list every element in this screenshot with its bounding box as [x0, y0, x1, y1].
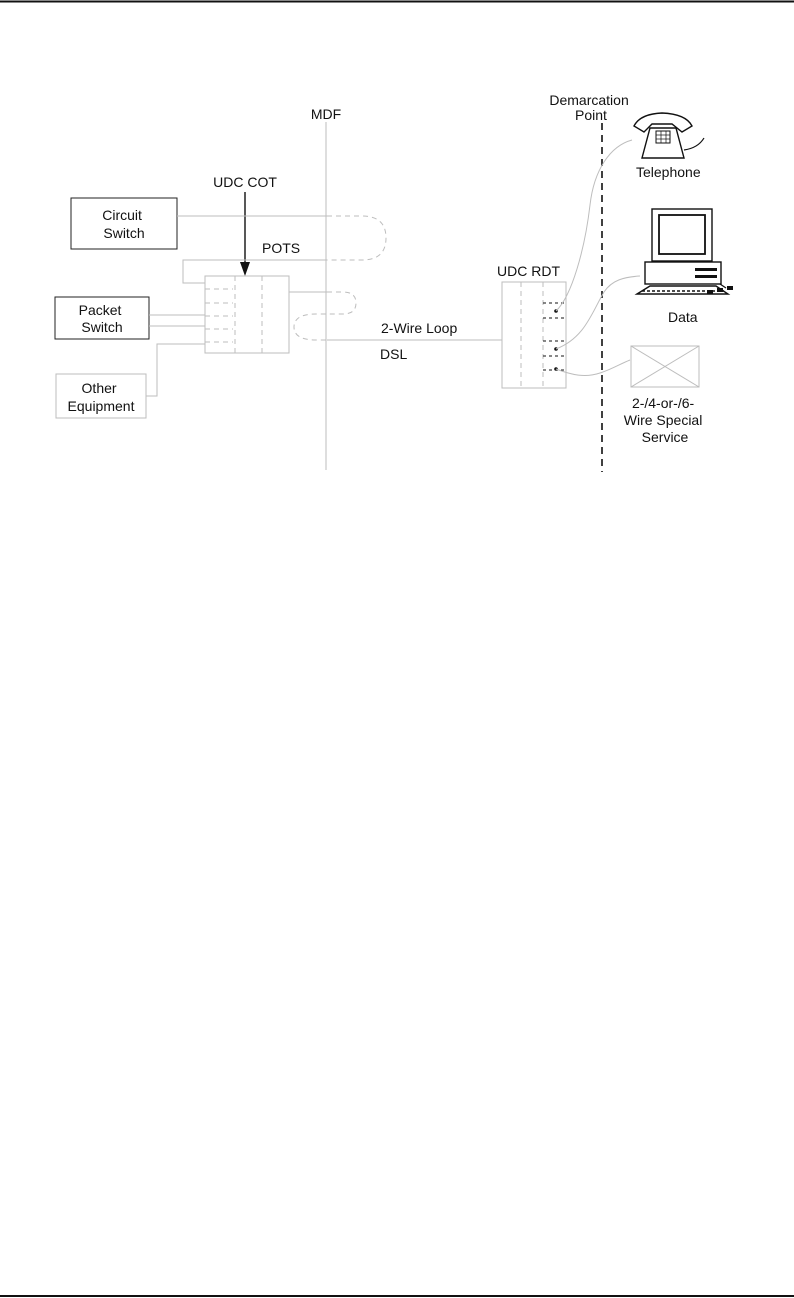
other-equipment-label-line-2: Equipment — [68, 398, 135, 414]
other-equipment-line — [146, 343, 205, 397]
special-service-icon — [630, 345, 700, 388]
circuit-switch-label-line-2: Switch — [103, 225, 144, 241]
packet-switch-box — [54, 296, 150, 340]
special-service-label-line-1: 2-/4-or-/6- — [632, 395, 695, 411]
circuit-switch-box — [70, 197, 178, 250]
packet-switch-label-line-2: Switch — [81, 319, 122, 335]
circuit-switch-label-line-1: Circuit — [102, 207, 142, 223]
other-equipment-label: Other Equipment — [68, 380, 135, 414]
telephone-icon — [633, 112, 705, 159]
packet-switch-label-line-1: Packet — [79, 302, 122, 318]
special-service-label-line-2: Wire Special — [624, 412, 703, 428]
circuit-switch-label: Circuit Switch — [102, 207, 146, 241]
demarcation-label: Demarcation Point — [549, 92, 632, 123]
packet-switch-label: Packet Switch — [79, 302, 126, 335]
mdf-label: MDF — [311, 106, 341, 122]
pots-label: POTS — [262, 240, 300, 256]
special-service-label: 2-/4-or-/6- Wire Special Service — [624, 395, 706, 445]
computer-icon — [634, 208, 733, 295]
special-service-label-line-3: Service — [642, 429, 689, 445]
demarcation-label-line-2: Point — [575, 107, 607, 123]
data-label: Data — [668, 309, 698, 325]
telephone-wire — [555, 139, 633, 312]
special-service-wire — [555, 359, 631, 377]
udc-cot-arrowhead — [240, 262, 250, 276]
pots-line — [182, 259, 326, 284]
other-equipment-label-line-1: Other — [82, 380, 117, 396]
telephone-label: Telephone — [636, 164, 701, 180]
udc-rdt-shelf — [501, 281, 567, 389]
udc-cot-shelf — [204, 275, 290, 354]
cot-dsl-loop — [293, 291, 357, 341]
demarcation-label-line-1: Demarcation — [549, 92, 628, 108]
dsl-label: DSL — [380, 346, 407, 362]
pots-loop — [326, 215, 387, 261]
udc-rdt-label: UDC RDT — [497, 263, 560, 279]
other-equipment-box — [55, 373, 147, 419]
two-wire-loop-label: 2-Wire Loop — [381, 320, 457, 336]
data-wire — [555, 275, 641, 350]
udc-cot-label: UDC COT — [213, 174, 277, 190]
